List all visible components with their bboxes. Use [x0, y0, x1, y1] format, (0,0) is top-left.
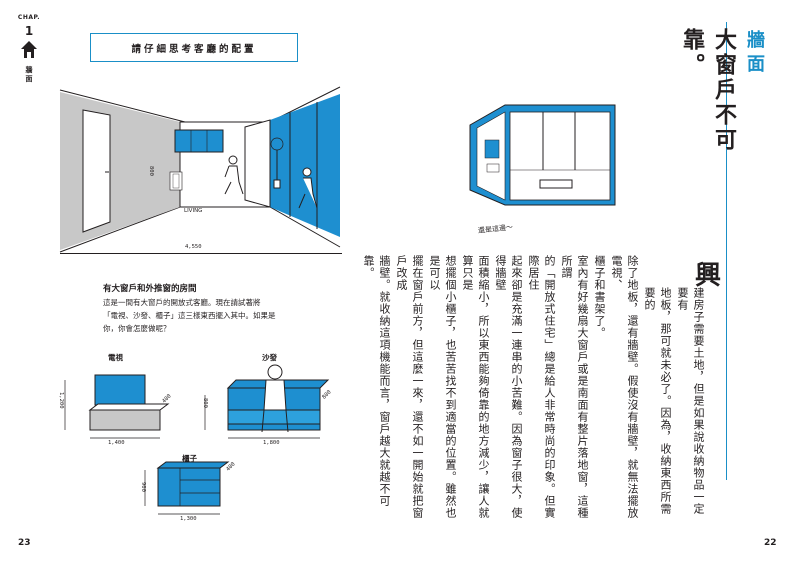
- section-body: 這是一間有大窗戶的開放式客廳。現在請試著將 「電視、沙發、櫃子」這三樣東西擺入其…: [103, 296, 328, 335]
- body-column: 牆壁。就收納這項機能而言，窗戶越大就越不可靠。: [362, 255, 391, 507]
- tv-height-dim: 1,200: [58, 392, 64, 409]
- body-column: 擺在窗戶前方，但這麼一來，還不如一開始就把窗戶改成: [395, 255, 424, 519]
- chapter-label: CHAP.: [17, 14, 41, 21]
- page-number-right: 22: [764, 538, 777, 548]
- body-column: 櫃子和書架了。: [593, 255, 606, 339]
- body-column: 建房子需要土地，但是如果說收納物品一定要有: [676, 287, 705, 515]
- room-sketch: [469, 104, 616, 206]
- side-label: 牆面: [744, 30, 765, 78]
- section-line: 這是一間有大窗戶的開放式客廳。現在請試著將: [103, 298, 261, 307]
- dropcap: 興: [695, 261, 722, 291]
- section-title: 有大窗戶和外推窗的房間: [103, 284, 197, 294]
- tv-label: 電視: [108, 353, 123, 362]
- page-title: 大窗戶不可靠。: [679, 28, 737, 153]
- sofa-height-dim: 800: [202, 398, 208, 408]
- cabinet-label: 櫃子: [182, 454, 197, 463]
- cabinet-height-dim: 900: [140, 482, 146, 492]
- body-column: 地板，那可就未必了。因為，收納東西所需要的: [643, 287, 672, 515]
- body-column: 的「開放式住宅」總是給人非常時尚的印象。但實際居住: [527, 255, 556, 519]
- chapter-number: 1: [24, 24, 34, 38]
- living-label: LIVING: [184, 208, 203, 214]
- room-height-dim: 800: [148, 166, 154, 176]
- page-number-left: 23: [18, 538, 31, 548]
- sofa-width-dim: 1,800: [263, 440, 280, 446]
- body-column: 室內有好幾扇大窗戶或是南面有整片落地窗，這種所謂: [560, 255, 589, 519]
- sketch-caption: 還是這邊～: [477, 223, 514, 235]
- tv-illustration: [64, 374, 170, 439]
- section-line: 「電視、沙發、櫃子」這三樣東西擺入其中。如果是: [103, 311, 276, 320]
- cabinet-illustration: [144, 461, 230, 515]
- room-width-dim: 4,550: [185, 244, 202, 250]
- sofa-illustration: [204, 364, 330, 439]
- body-column: 面積縮小，所以東西能夠倚靠的地方減少，讓人就算只是: [461, 255, 490, 519]
- sofa-label: 沙發: [262, 353, 277, 362]
- tv-width-dim: 1,400: [108, 440, 125, 446]
- body-column: 起來卻是充滿一連串的小苦難。因為窗子很大，使得牆壁: [494, 255, 523, 519]
- page-heading: 請仔細思考客廳的配置: [90, 33, 298, 62]
- body-text: 建房子需要土地，但是如果說收納物品一定要有 地板，那可就未必了。因為，收納東西所…: [362, 255, 706, 525]
- room-width-line: [60, 253, 342, 254]
- body-column: 想擺個小櫃子，也苦苦找不到適當的位置。雖然也是可以: [428, 255, 457, 519]
- side-divider: [726, 22, 727, 480]
- room-illustration: [59, 86, 341, 253]
- section-line: 你，你會怎麼做呢？: [103, 324, 171, 333]
- cabinet-width-dim: 1,300: [180, 516, 197, 522]
- home-icon: [21, 41, 37, 58]
- body-column: 除了地板，還有牆壁。假使沒有牆壁，就無法擺放電視、: [610, 255, 639, 519]
- chapter-title: 牆面: [25, 66, 33, 83]
